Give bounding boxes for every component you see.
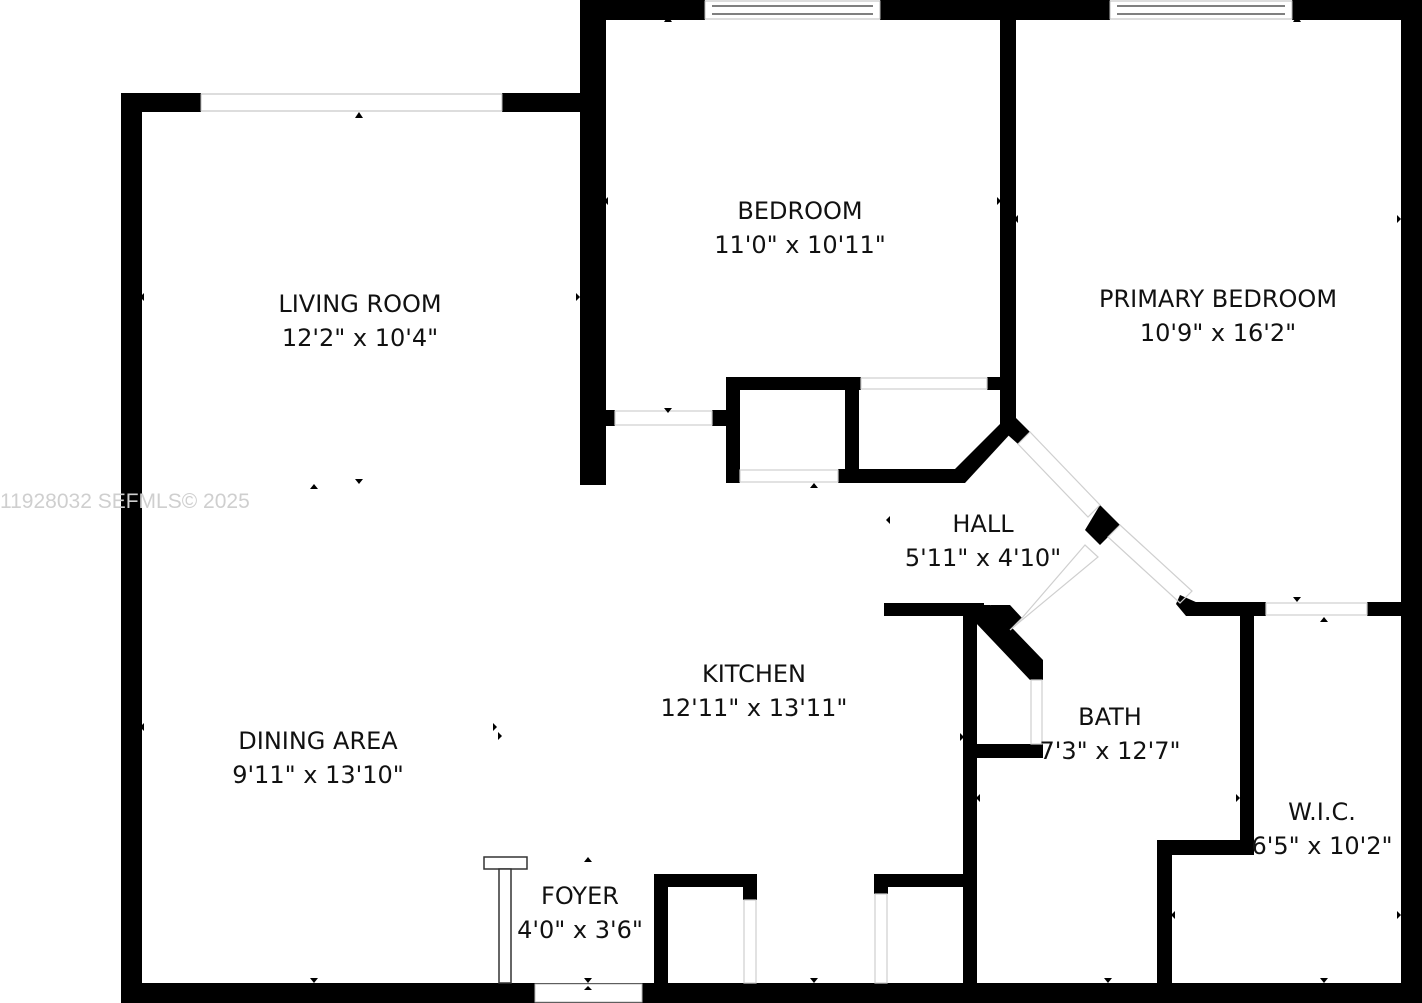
window-bedroom	[704, 0, 881, 20]
wall-bedroom-bottom-a	[580, 410, 615, 426]
wall-pantry-left	[874, 874, 888, 894]
window-entry	[534, 983, 643, 1003]
window-living	[200, 93, 503, 112]
wall-foyer-closet-top	[654, 874, 757, 887]
room-size: 11'0" x 10'11"	[714, 231, 886, 259]
door-openings	[614, 377, 1368, 984]
windows	[200, 0, 1293, 1003]
wall-closet-top	[726, 377, 861, 390]
wall-bath-left	[963, 603, 977, 1003]
wall-closet-right-top	[987, 377, 1016, 390]
room-label-foyer: FOYER 4'0" x 3'6"	[517, 879, 643, 947]
wall-foyer-closet-right	[743, 874, 757, 900]
wall-bath-diag	[975, 605, 1043, 680]
room-name: W.I.C.	[1288, 798, 1356, 826]
wall-wic-step	[1157, 840, 1254, 855]
room-label-living-room: LIVING ROOM 12'2" x 10'4"	[278, 287, 441, 355]
mls-watermark: 11928032 SEFMLS© 2025	[0, 490, 250, 513]
room-label-wic: W.I.C. 6'5" x 10'2"	[1251, 795, 1392, 863]
window-sashes	[712, 5, 1285, 15]
room-label-dining-area: DINING AREA 9'11" x 13'10"	[232, 724, 404, 792]
wall-kitchen-top	[884, 603, 984, 616]
room-size: 5'11" x 4'10"	[904, 544, 1062, 572]
wall-bedroom-right	[1000, 0, 1016, 420]
room-size: 4'0" x 3'6"	[517, 916, 643, 944]
wall-top-mid2	[880, 0, 1110, 20]
room-name: LIVING ROOM	[278, 290, 442, 318]
wall-left	[121, 93, 142, 1003]
room-size: 6'5" x 10'2"	[1251, 832, 1393, 860]
wall-bottom	[121, 983, 1421, 1003]
wall-wic-left	[1240, 602, 1254, 852]
room-name: BATH	[1078, 703, 1142, 731]
wall-hall-corner	[990, 605, 1022, 630]
room-name: KITCHEN	[701, 660, 806, 688]
room-name: FOYER	[541, 882, 619, 910]
room-label-bedroom: BEDROOM 11'0" x 10'11"	[714, 194, 886, 262]
room-size: 7'3" x 12'7"	[1039, 737, 1181, 765]
wall-top-left	[121, 93, 201, 112]
room-name: BEDROOM	[737, 197, 863, 225]
room-size: 9'11" x 13'10"	[232, 761, 404, 789]
room-label-hall: HALL 5'11" x 4'10"	[905, 507, 1061, 575]
walls	[121, 0, 1422, 1003]
wall-hall-joint-top	[1000, 418, 1030, 444]
wall-pantry-top	[874, 874, 977, 887]
room-name: PRIMARY BEDROOM	[1098, 285, 1338, 313]
wall-wic-lower	[1157, 840, 1172, 1003]
wall-bedroom-left	[580, 0, 606, 485]
wall-closet-diag	[955, 422, 1012, 483]
room-label-bath: BATH 7'3" x 12'7"	[1039, 700, 1180, 768]
dimension-markers	[140, 16, 1401, 990]
wall-top-right	[1292, 0, 1422, 20]
wall-closet-mid	[845, 377, 859, 483]
room-size: 12'2" x 10'4"	[281, 324, 439, 352]
wall-hall-joint-mid	[1085, 505, 1120, 545]
wall-bath-shelf	[963, 744, 1043, 758]
room-size: 12'11" x 13'11"	[660, 694, 848, 722]
room-label-kitchen: KITCHEN 12'11" x 13'11"	[661, 657, 848, 725]
wall-closet-bottom	[838, 469, 963, 483]
room-name: HALL	[952, 510, 1014, 538]
wall-bedroom-bottom-b	[712, 410, 728, 426]
window-primary	[1109, 0, 1293, 20]
wall-primary-bottom-b	[1367, 602, 1422, 616]
wall-right	[1401, 0, 1422, 1003]
room-name: DINING AREA	[238, 727, 398, 755]
room-label-primary-bedroom: PRIMARY BEDROOM 10'9" x 16'2"	[1099, 282, 1337, 350]
room-size: 10'9" x 16'2"	[1139, 319, 1297, 347]
wall-top-mid	[502, 93, 590, 112]
wall-top-bedroom	[585, 0, 705, 20]
wall-closet-left	[726, 377, 740, 483]
wall-bath-shelf-post	[1030, 665, 1043, 680]
wall-foyer-closet-left	[654, 874, 668, 1003]
foyer-post	[483, 856, 528, 984]
